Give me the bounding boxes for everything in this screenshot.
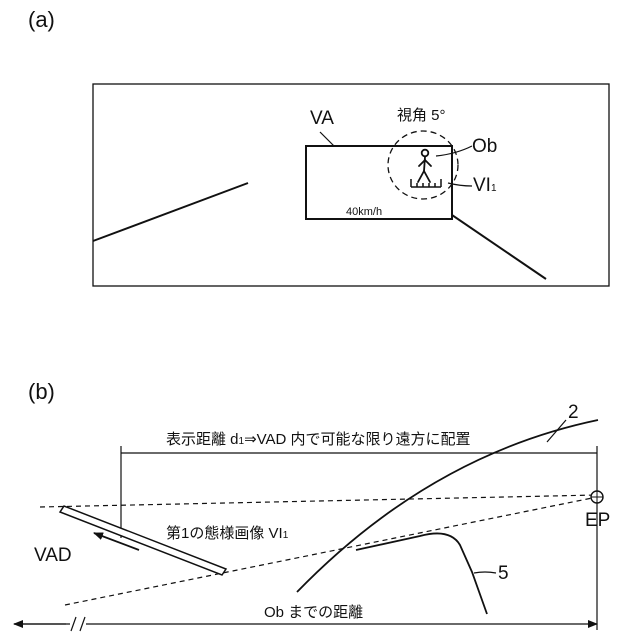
dashboard-label: 5 <box>498 563 509 584</box>
va-label: VA <box>310 108 334 129</box>
vad-label: VAD <box>34 545 72 566</box>
view-angle-label: 視角 5° <box>397 107 446 124</box>
upper-view-ray <box>40 495 597 507</box>
ob-label: Ob <box>472 136 497 157</box>
ob-distance-label: Ob までの距離 <box>264 603 363 621</box>
panel-a-label: (a) <box>28 7 55 32</box>
dashboard-outline <box>356 533 487 614</box>
lower-view-ray <box>65 497 597 605</box>
dashboard-leader-line <box>474 572 496 573</box>
vi1-label: VI1 <box>473 175 497 196</box>
image-mode-label: 第1の態様画像 VI1 <box>166 524 289 542</box>
speed-display: 40km/h <box>346 206 382 218</box>
panel-b: (b) 表示距離 d1⇒VAD 内で可能な限り遠方に配置 2 VAD 第1の態様… <box>14 379 610 631</box>
eye-point-icon <box>591 491 603 503</box>
display-distance-label: 表示距離 d1⇒VAD 内で可能な限り遠方に配置 <box>166 430 471 448</box>
va-leader-line <box>320 132 334 146</box>
panel-a: (a) VA 視角 5° Ob VI1 <box>28 7 609 286</box>
panel-b-label: (b) <box>28 379 55 404</box>
ep-label: EP <box>585 510 610 531</box>
road-edge-left <box>93 183 248 241</box>
windshield-label: 2 <box>568 402 579 423</box>
windshield-leader-line <box>547 420 566 442</box>
